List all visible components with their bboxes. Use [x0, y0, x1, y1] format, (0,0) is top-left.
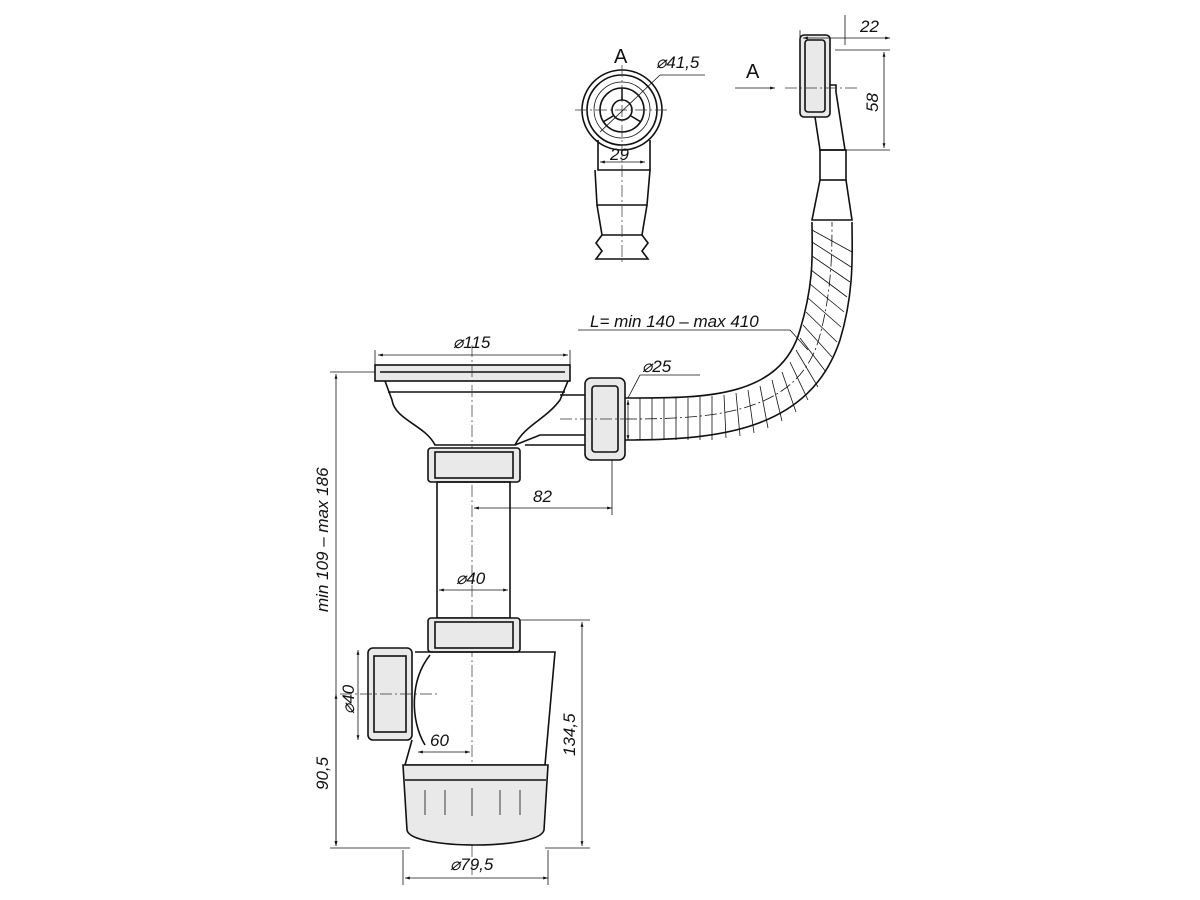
dim-hose-offset: 82 [533, 487, 552, 506]
dim-pipe-diameter: ⌀40 [456, 569, 486, 588]
dim-trap-diameter: ⌀79,5 [450, 855, 494, 874]
dim-total-height: min 109 – max 186 [313, 467, 332, 612]
bottle-trap [340, 647, 556, 885]
strainer-bowl [374, 345, 700, 875]
dim-outlet-width: 29 [609, 145, 629, 164]
view-arrow-label: A [746, 61, 760, 83]
view-a-label: A [614, 46, 628, 68]
dim-outlet-diameter: ⌀41,5 [656, 53, 700, 72]
dim-outlet-offset: 60 [430, 731, 449, 750]
dim-strainer-diameter: ⌀115 [453, 333, 491, 352]
vertical-pipe [427, 447, 613, 653]
dim-hose-length: L= min 140 – max 410 [590, 312, 759, 331]
corrugated-hose [578, 221, 854, 441]
dim-outlet-height-from-bottom: 90,5 [313, 756, 332, 790]
dim-outlet-height: 58 [863, 93, 882, 112]
dim-outlet-depth: 22 [859, 17, 879, 36]
view-a-outlet [575, 65, 705, 265]
dim-trap-height: 134,5 [560, 713, 579, 756]
dim-hose-diameter: ⌀25 [642, 357, 672, 376]
overflow-connector [735, 15, 890, 221]
dim-outlet-pipe-diameter: ⌀40 [339, 684, 358, 714]
height-dimensions [330, 371, 590, 849]
